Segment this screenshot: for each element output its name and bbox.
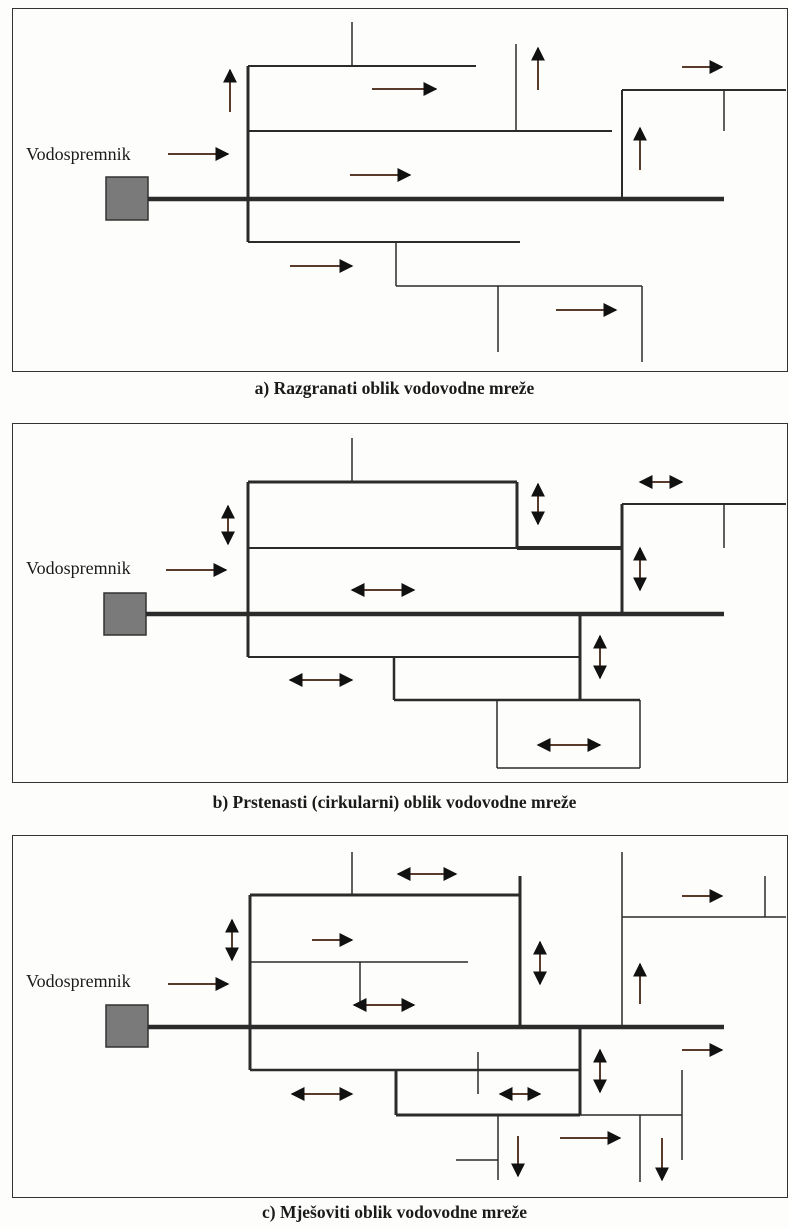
flow-arrows bbox=[168, 867, 724, 1182]
flow-arrows bbox=[168, 46, 724, 317]
panel-ring bbox=[12, 423, 788, 783]
tank-label: Vodospremnik bbox=[26, 971, 131, 991]
caption-a: a) Razgranati oblik vodovodne mreže bbox=[254, 378, 535, 398]
tank-label: Vodospremnik bbox=[26, 558, 131, 578]
water-tank bbox=[103, 592, 147, 636]
diagram-c bbox=[105, 852, 786, 1182]
caption-c: c) Mješoviti oblik vodovodne mreže bbox=[261, 1202, 528, 1222]
water-tank bbox=[105, 176, 149, 221]
diagram-a bbox=[105, 22, 786, 362]
panel-branched bbox=[12, 8, 788, 372]
flow-arrows bbox=[166, 475, 684, 752]
diagram-b bbox=[103, 438, 786, 769]
water-tank bbox=[105, 1004, 149, 1048]
tank-label: Vodospremnik bbox=[26, 144, 131, 164]
panel-mixed bbox=[12, 835, 788, 1198]
caption-b: b) Prstenasti (cirkularni) oblik vodovod… bbox=[212, 792, 577, 812]
